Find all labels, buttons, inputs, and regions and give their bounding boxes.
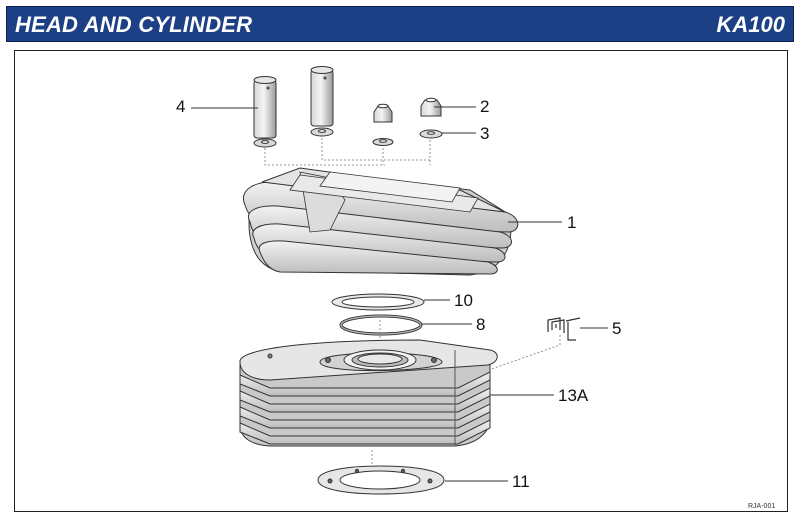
cylinder-block-part-13a: [239, 339, 498, 447]
leader-lines: [191, 106, 608, 482]
callout-10: 10: [454, 291, 473, 310]
nut-part-2: [373, 97, 442, 123]
model-label: KA100: [716, 12, 785, 37]
stud-washers: [253, 127, 334, 148]
diagram-frame: [14, 50, 788, 512]
callout-13a: 13A: [558, 386, 589, 405]
base-gasket-part-11: [317, 465, 445, 495]
o-ring-part-8: [339, 314, 423, 336]
header-bar: HEAD AND CYLINDER KA100: [6, 6, 794, 42]
washer-part-3: [372, 129, 443, 146]
callout-2: 2: [480, 97, 489, 116]
callout-3: 3: [480, 124, 489, 143]
callout-5: 5: [612, 319, 621, 338]
clip-part-5: [547, 317, 581, 341]
callout-8: 8: [476, 315, 485, 334]
head-gasket-part-10: [331, 293, 425, 311]
reference-code: RJA-001: [748, 503, 775, 510]
callout-11: 11: [512, 472, 530, 491]
callout-1: 1: [567, 213, 576, 232]
page-title: HEAD AND CYLINDER: [15, 12, 253, 37]
cylinder-head-part-1: [242, 167, 519, 276]
stud-part-4: [253, 66, 334, 139]
callout-4: 4: [176, 97, 185, 116]
